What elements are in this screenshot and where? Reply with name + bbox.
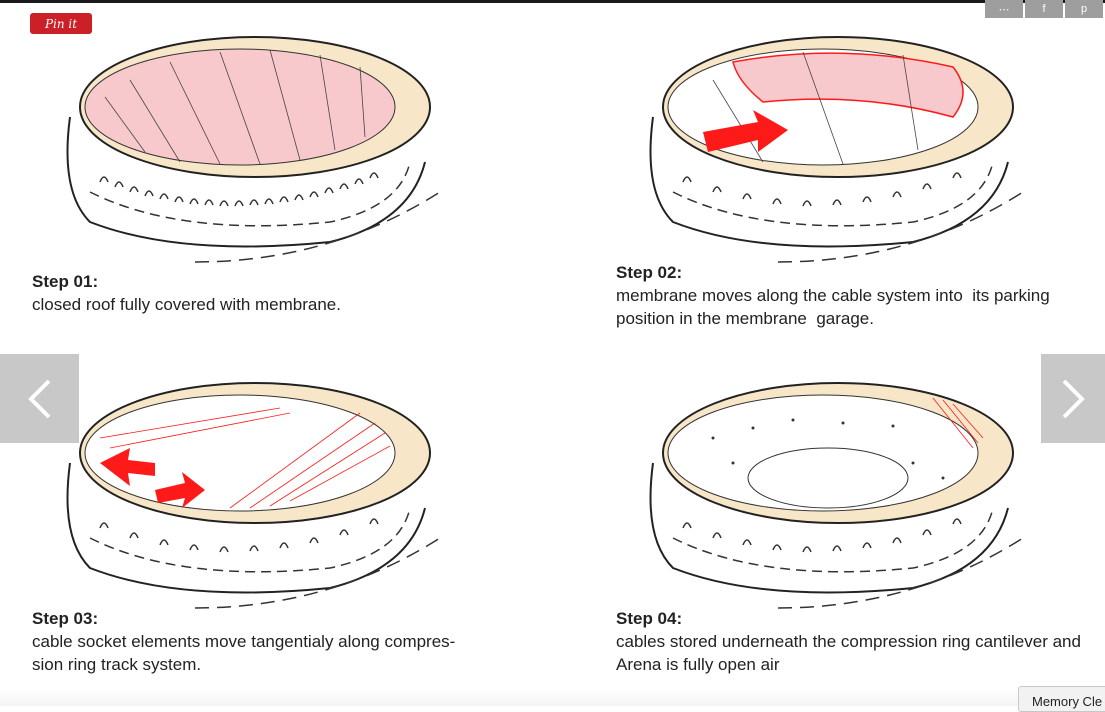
step-description: cable socket elements move tangentialy a… bbox=[32, 632, 456, 674]
step-title: Step 01: bbox=[32, 272, 99, 291]
next-slide-button[interactable] bbox=[1041, 354, 1105, 443]
chevron-left-icon bbox=[27, 379, 50, 418]
arena-sketch-step-04 bbox=[649, 382, 1024, 609]
facebook-icon[interactable]: f bbox=[1025, 0, 1063, 18]
step-title: Step 02: bbox=[616, 263, 683, 282]
step-caption-04: Step 04: cables stored underneath the co… bbox=[616, 607, 1105, 676]
step-description: cables stored underneath the compression… bbox=[616, 632, 1085, 674]
step-description: membrane moves along the cable system in… bbox=[616, 286, 1055, 328]
pinterest-icon[interactable]: p bbox=[1065, 0, 1103, 18]
pin-it-button[interactable]: Pin it bbox=[30, 13, 92, 34]
memory-clear-button[interactable]: Memory Cle bbox=[1018, 686, 1105, 712]
previous-slide-button[interactable] bbox=[0, 354, 79, 443]
arena-sketch-step-01 bbox=[66, 36, 441, 263]
chevron-right-icon bbox=[1062, 379, 1085, 418]
step-title: Step 03: bbox=[32, 609, 99, 628]
dots-icon[interactable]: ⋯ bbox=[985, 0, 1023, 18]
step-title: Step 04: bbox=[616, 609, 683, 628]
bottom-strip bbox=[0, 688, 1105, 706]
step-caption-01: Step 01: closed roof fully covered with … bbox=[32, 270, 572, 316]
step-caption-03: Step 03: cable socket elements move tang… bbox=[32, 607, 592, 676]
arena-sketch-step-02 bbox=[649, 36, 1024, 263]
step-caption-02: Step 02: membrane moves along the cable … bbox=[616, 261, 1105, 330]
arena-sketch-step-03 bbox=[66, 382, 441, 609]
top-bar bbox=[0, 0, 1105, 3]
step-description: closed roof fully covered with membrane. bbox=[32, 295, 341, 314]
